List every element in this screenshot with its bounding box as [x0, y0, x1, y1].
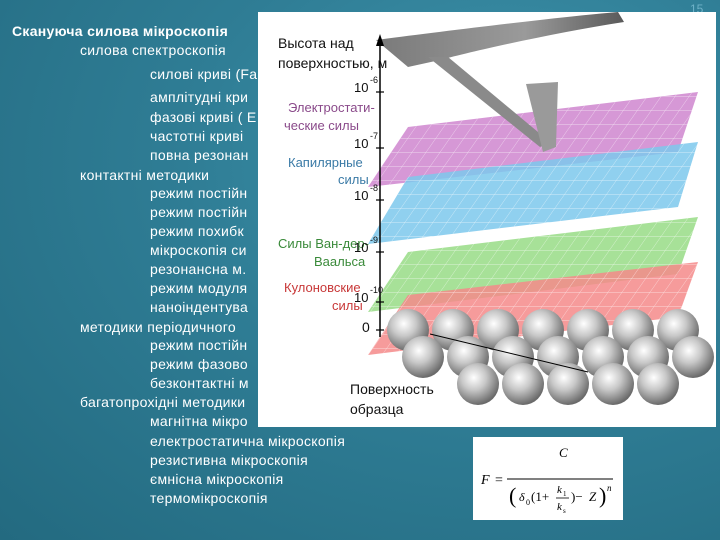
outline-item: електростатична мікроскопія	[150, 433, 346, 449]
exp-8: 10	[354, 188, 368, 203]
outline-item: силові криві (Fa	[150, 66, 258, 82]
atom-sphere	[672, 336, 714, 378]
axis-title-2: поверхностью, м	[278, 55, 387, 71]
formula-sub0: 0	[526, 498, 530, 507]
layer-vanderwaals	[368, 217, 698, 312]
sample-atoms	[387, 309, 714, 405]
outline-item: резистивна мікроскопія	[150, 452, 308, 468]
force-formula: F = C ( δ 0 (1+ k 1 k s )− Z ) n	[473, 437, 623, 520]
outline-item: безконтактні м	[150, 375, 249, 391]
svg-text:): )	[599, 483, 606, 508]
layer-capillary	[368, 142, 698, 244]
surface-pointer	[429, 333, 589, 373]
outline-item: режим похибк	[150, 223, 244, 239]
formula-k1-sub: 1	[563, 490, 567, 498]
formula-delta: δ	[519, 490, 525, 504]
atom-sphere	[457, 363, 499, 405]
label-vdw-1: Силы Ван-дер-	[278, 236, 369, 251]
outline-item: термомікроскопія	[150, 490, 268, 506]
outline-item: Скануюча силова мікроскопія	[12, 23, 229, 39]
formula-lhs: F	[480, 473, 490, 488]
label-electrostatic-1: Электростати-	[288, 100, 375, 115]
label-capillary-2: силы	[338, 172, 369, 187]
atom-sphere	[402, 336, 444, 378]
outline-item: силова спектроскопія	[80, 42, 226, 58]
outline-item: амплітудні кри	[150, 89, 249, 105]
label-electrostatic-2: ческие силы	[284, 118, 359, 133]
exp-9: 10	[354, 240, 368, 255]
zero-label: 0	[362, 319, 370, 335]
formula-z: Z	[589, 489, 597, 504]
atom-sphere	[547, 363, 589, 405]
forces-figure: Высота над поверхностью, м Электростати-…	[258, 12, 716, 427]
svg-text:(: (	[509, 483, 516, 508]
svg-text:=: =	[495, 473, 503, 488]
outline-item: багатопрохідні методики	[80, 394, 246, 410]
formula-numerator: C	[559, 445, 568, 460]
outline-item: режим модуля	[150, 280, 248, 296]
svg-text:(1+: (1+	[531, 489, 549, 504]
atom-sphere	[502, 363, 544, 405]
surface-label-1: Поверхность	[350, 381, 434, 397]
outline-item: режим фазово	[150, 356, 248, 372]
svg-text:)−: )−	[571, 489, 583, 504]
outline-item: режим постійн	[150, 204, 248, 220]
forces-diagram: Высота над поверхностью, м Электростати-…	[278, 12, 714, 417]
cantilever	[376, 12, 624, 152]
label-capillary-1: Капилярные	[288, 155, 363, 170]
outline-item: режим постійн	[150, 185, 248, 201]
exp-10: 10	[354, 290, 368, 305]
formula-svg: F = C ( δ 0 (1+ k 1 k s )− Z ) n	[480, 445, 613, 515]
outline-item: повна резонан	[150, 147, 249, 163]
outline-item: мікроскопія си	[150, 242, 247, 258]
outline-item: резонансна м.	[150, 261, 247, 277]
outline-item: режим постійн	[150, 337, 248, 353]
label-vdw-2: Ваальса	[314, 254, 366, 269]
pow-8: -8	[370, 183, 378, 193]
atom-sphere	[592, 363, 634, 405]
outline-item: магнітна мікро	[150, 413, 248, 429]
outline-item: методики періодичного	[80, 319, 236, 335]
exp-6: 10	[354, 80, 368, 95]
formula-exp: n	[607, 483, 612, 493]
atom-sphere	[637, 363, 679, 405]
formula-k2-sub: s	[563, 507, 566, 515]
exp-7: 10	[354, 136, 368, 151]
outline-item: частотні криві	[150, 128, 244, 144]
label-coulomb-2: силы	[332, 298, 363, 313]
pow-10: -10	[370, 285, 383, 295]
formula-k2: k	[557, 501, 563, 513]
outline-item: ємнісна мікроскопія	[150, 471, 284, 487]
pow-7: -7	[370, 131, 378, 141]
surface-label-2: образца	[350, 401, 404, 417]
axis-title-1: Высота над	[278, 35, 354, 51]
outline-item: контактні методики	[80, 167, 210, 183]
outline-item: фазові криві ( Е	[150, 109, 257, 125]
pow-6: -6	[370, 75, 378, 85]
label-coulomb-1: Кулоновские	[284, 280, 361, 295]
outline-item: наноіндентува	[150, 299, 249, 315]
pow-9: -9	[370, 235, 378, 245]
formula-k1: k	[557, 484, 563, 496]
